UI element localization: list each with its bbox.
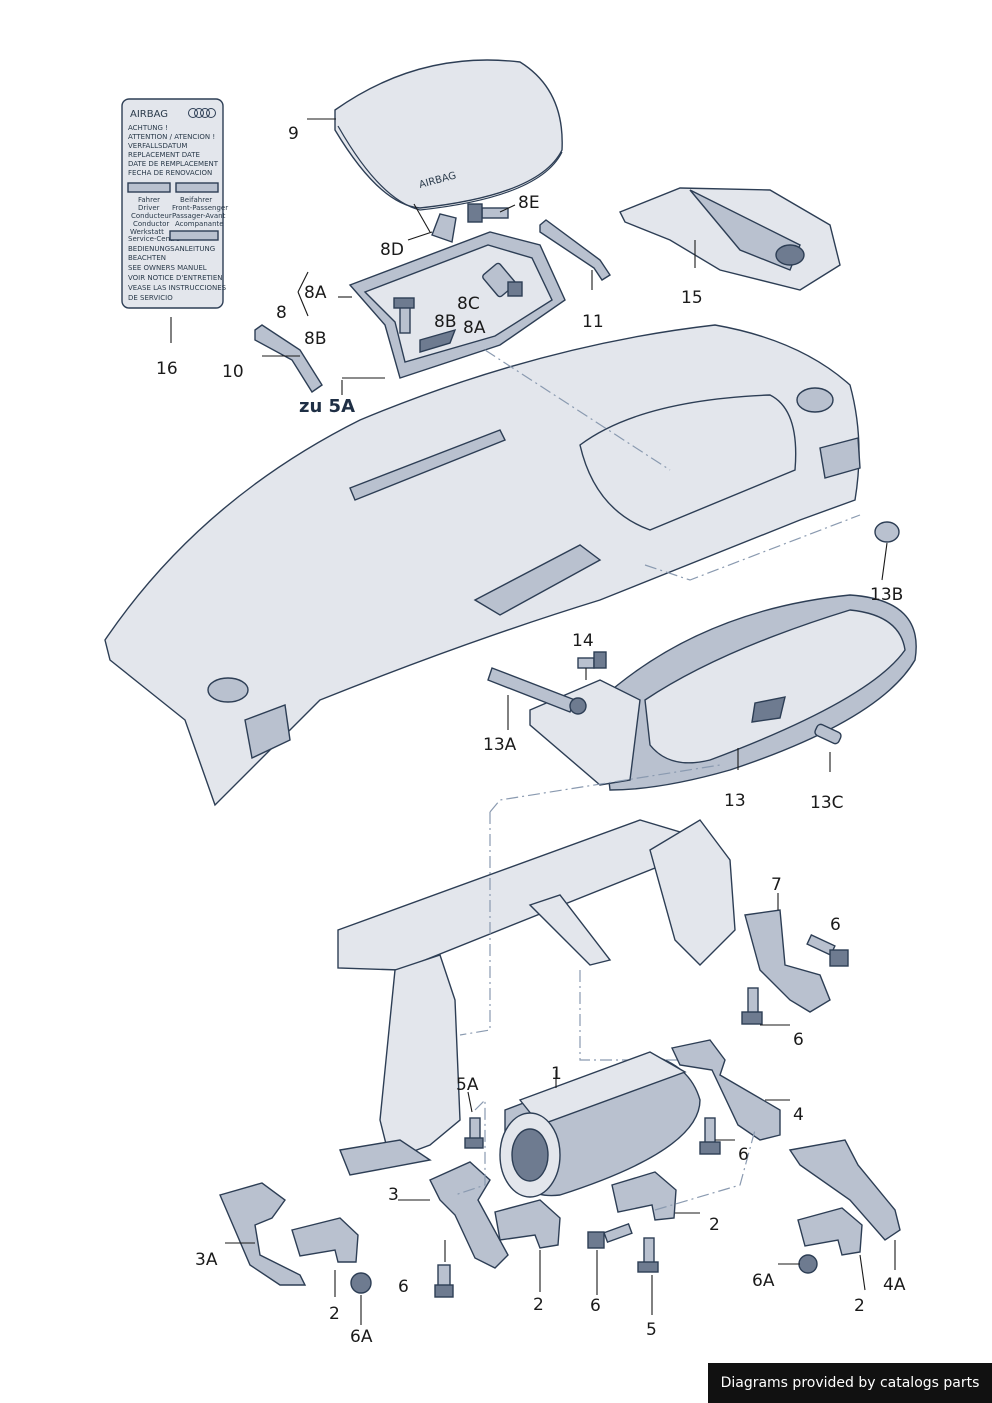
bracket-2: [797, 1207, 863, 1256]
bracket-4a: [788, 1139, 901, 1241]
label-col-left: Fahrer: [138, 196, 160, 204]
label-part-8: 8: [276, 303, 287, 323]
warning-line: REPLACEMENT DATE: [128, 151, 200, 159]
warning-bottom-line: VEASE LAS INSTRUCCIONES: [128, 284, 227, 292]
label-part-6a: 6A: [350, 1327, 373, 1347]
airbag-bag-15: [619, 187, 841, 291]
clip-8d: [431, 213, 457, 243]
label-part-13b: 13B: [870, 585, 903, 605]
label-part-7: 7: [771, 875, 782, 895]
label-part-6a: 6A: [752, 1271, 775, 1291]
label-col-left: Driver: [138, 204, 160, 212]
bracket-4: [670, 1039, 781, 1141]
label-col-right: Beifahrer: [180, 196, 212, 204]
warning-bottom-line: DE SERVICIO: [128, 294, 173, 302]
warning-line: ATTENTION / ATENCION !: [128, 133, 215, 141]
label-part-8a: 8A: [304, 283, 327, 303]
cross-member-frame: [337, 819, 736, 1176]
label-part-14: 14: [572, 631, 594, 651]
bolt-14: [577, 651, 607, 669]
label-part-13a: 13A: [483, 735, 517, 755]
bracket-2: [494, 1199, 561, 1249]
airbag-cover: AIRBAG: [334, 59, 563, 211]
label-part-15: 15: [681, 288, 703, 308]
damper-13a: [487, 667, 587, 715]
bracket-7: [744, 909, 831, 1013]
nut-6a: [798, 1254, 818, 1274]
label-part-2: 2: [709, 1215, 720, 1235]
warning-bottom-line: BEACHTEN: [128, 254, 166, 262]
label-part-2: 2: [329, 1304, 340, 1324]
label-zu-5a: zu 5A: [299, 396, 355, 417]
label-part-13: 13: [724, 791, 746, 811]
bracket-2: [291, 1217, 359, 1263]
warning-label-title: AIRBAG: [130, 109, 168, 120]
label-part-8b: 8B: [304, 329, 326, 349]
bolt-6: [587, 1222, 633, 1249]
label-part-5a: 5A: [456, 1075, 479, 1095]
trim-strip-10: [254, 324, 323, 393]
label-col-right: Front-Passenger: [172, 204, 228, 212]
bolt-8b: [393, 297, 415, 334]
airbag-warning-label: AIRBAG ACHTUNG ! ATTENTION / ATENCION ! …: [121, 98, 228, 309]
warning-bottom-line: VOIR NOTICE D'ENTRETIEN: [128, 274, 223, 282]
label-part-8e: 8E: [518, 193, 540, 213]
label-part-8d: 8D: [380, 240, 404, 260]
buffer-13c: [814, 723, 842, 745]
dashboard-panel: [104, 324, 861, 807]
bolt-5: [637, 1237, 659, 1273]
label-part-6: 6: [830, 915, 841, 935]
warning-line: VERFALLSDATUM: [128, 142, 187, 150]
label-workshop: Werkstatt: [130, 228, 164, 236]
bracket-3: [429, 1161, 509, 1269]
bolt-6: [806, 934, 849, 967]
label-col-left: Conducteur: [131, 212, 172, 220]
label-part-13c: 13C: [810, 793, 844, 813]
audi-rings-logo: [188, 108, 216, 118]
nut-6a: [350, 1272, 372, 1294]
footer-credit: Diagrams provided by catalogs parts: [708, 1363, 992, 1403]
label-part-6: 6: [398, 1277, 409, 1297]
label-col-left: Conductor: [133, 220, 169, 228]
warning-bottom-line: SEE OWNERS MANUEL: [128, 264, 207, 272]
label-part-11: 11: [582, 312, 604, 332]
label-part-8c: 8C: [457, 294, 480, 314]
label-workshop: Service-Centre: [128, 235, 180, 243]
bolt-8c: [482, 262, 523, 298]
glovebox-13: [529, 594, 917, 791]
label-col-right: Passager-Avant: [172, 212, 226, 220]
bolt-6: [699, 1117, 721, 1155]
label-part-4: 4: [793, 1105, 804, 1125]
warning-line: FECHA DE RENOVACION: [128, 169, 212, 177]
label-part-8b: 8B: [434, 312, 456, 332]
bolt-8e: [467, 203, 509, 223]
label-part-6: 6: [590, 1296, 601, 1316]
passenger-airbag-unit: [499, 1051, 701, 1198]
bolt-6: [434, 1264, 454, 1298]
bracket-2: [611, 1171, 677, 1221]
label-part-2: 2: [533, 1295, 544, 1315]
bracket-3a: [219, 1182, 307, 1286]
warning-line: DATE DE REMPLACEMENT: [128, 160, 219, 168]
label-part-6: 6: [738, 1145, 749, 1165]
bolt-6: [741, 987, 763, 1025]
label-part-4a: 4A: [883, 1275, 906, 1295]
warning-line: ACHTUNG !: [128, 124, 168, 132]
trim-strip-11: [539, 219, 611, 281]
label-part-6: 6: [793, 1030, 804, 1050]
label-part-2: 2: [854, 1296, 865, 1316]
label-part-3a: 3A: [195, 1250, 218, 1270]
label-part-9: 9: [288, 124, 299, 144]
label-part-8a: 8A: [463, 318, 486, 338]
warning-bottom-line: BEDIENUNGSANLEITUNG: [128, 245, 215, 253]
label-col-right: Acompanante: [175, 220, 224, 228]
label-part-16: 16: [156, 359, 178, 379]
label-part-3: 3: [388, 1185, 399, 1205]
label-part-5: 5: [646, 1320, 657, 1340]
bolt-5a: [464, 1117, 484, 1149]
label-part-10: 10: [222, 362, 244, 382]
label-part-1: 1: [551, 1064, 562, 1084]
buffer-13b: [874, 521, 900, 543]
